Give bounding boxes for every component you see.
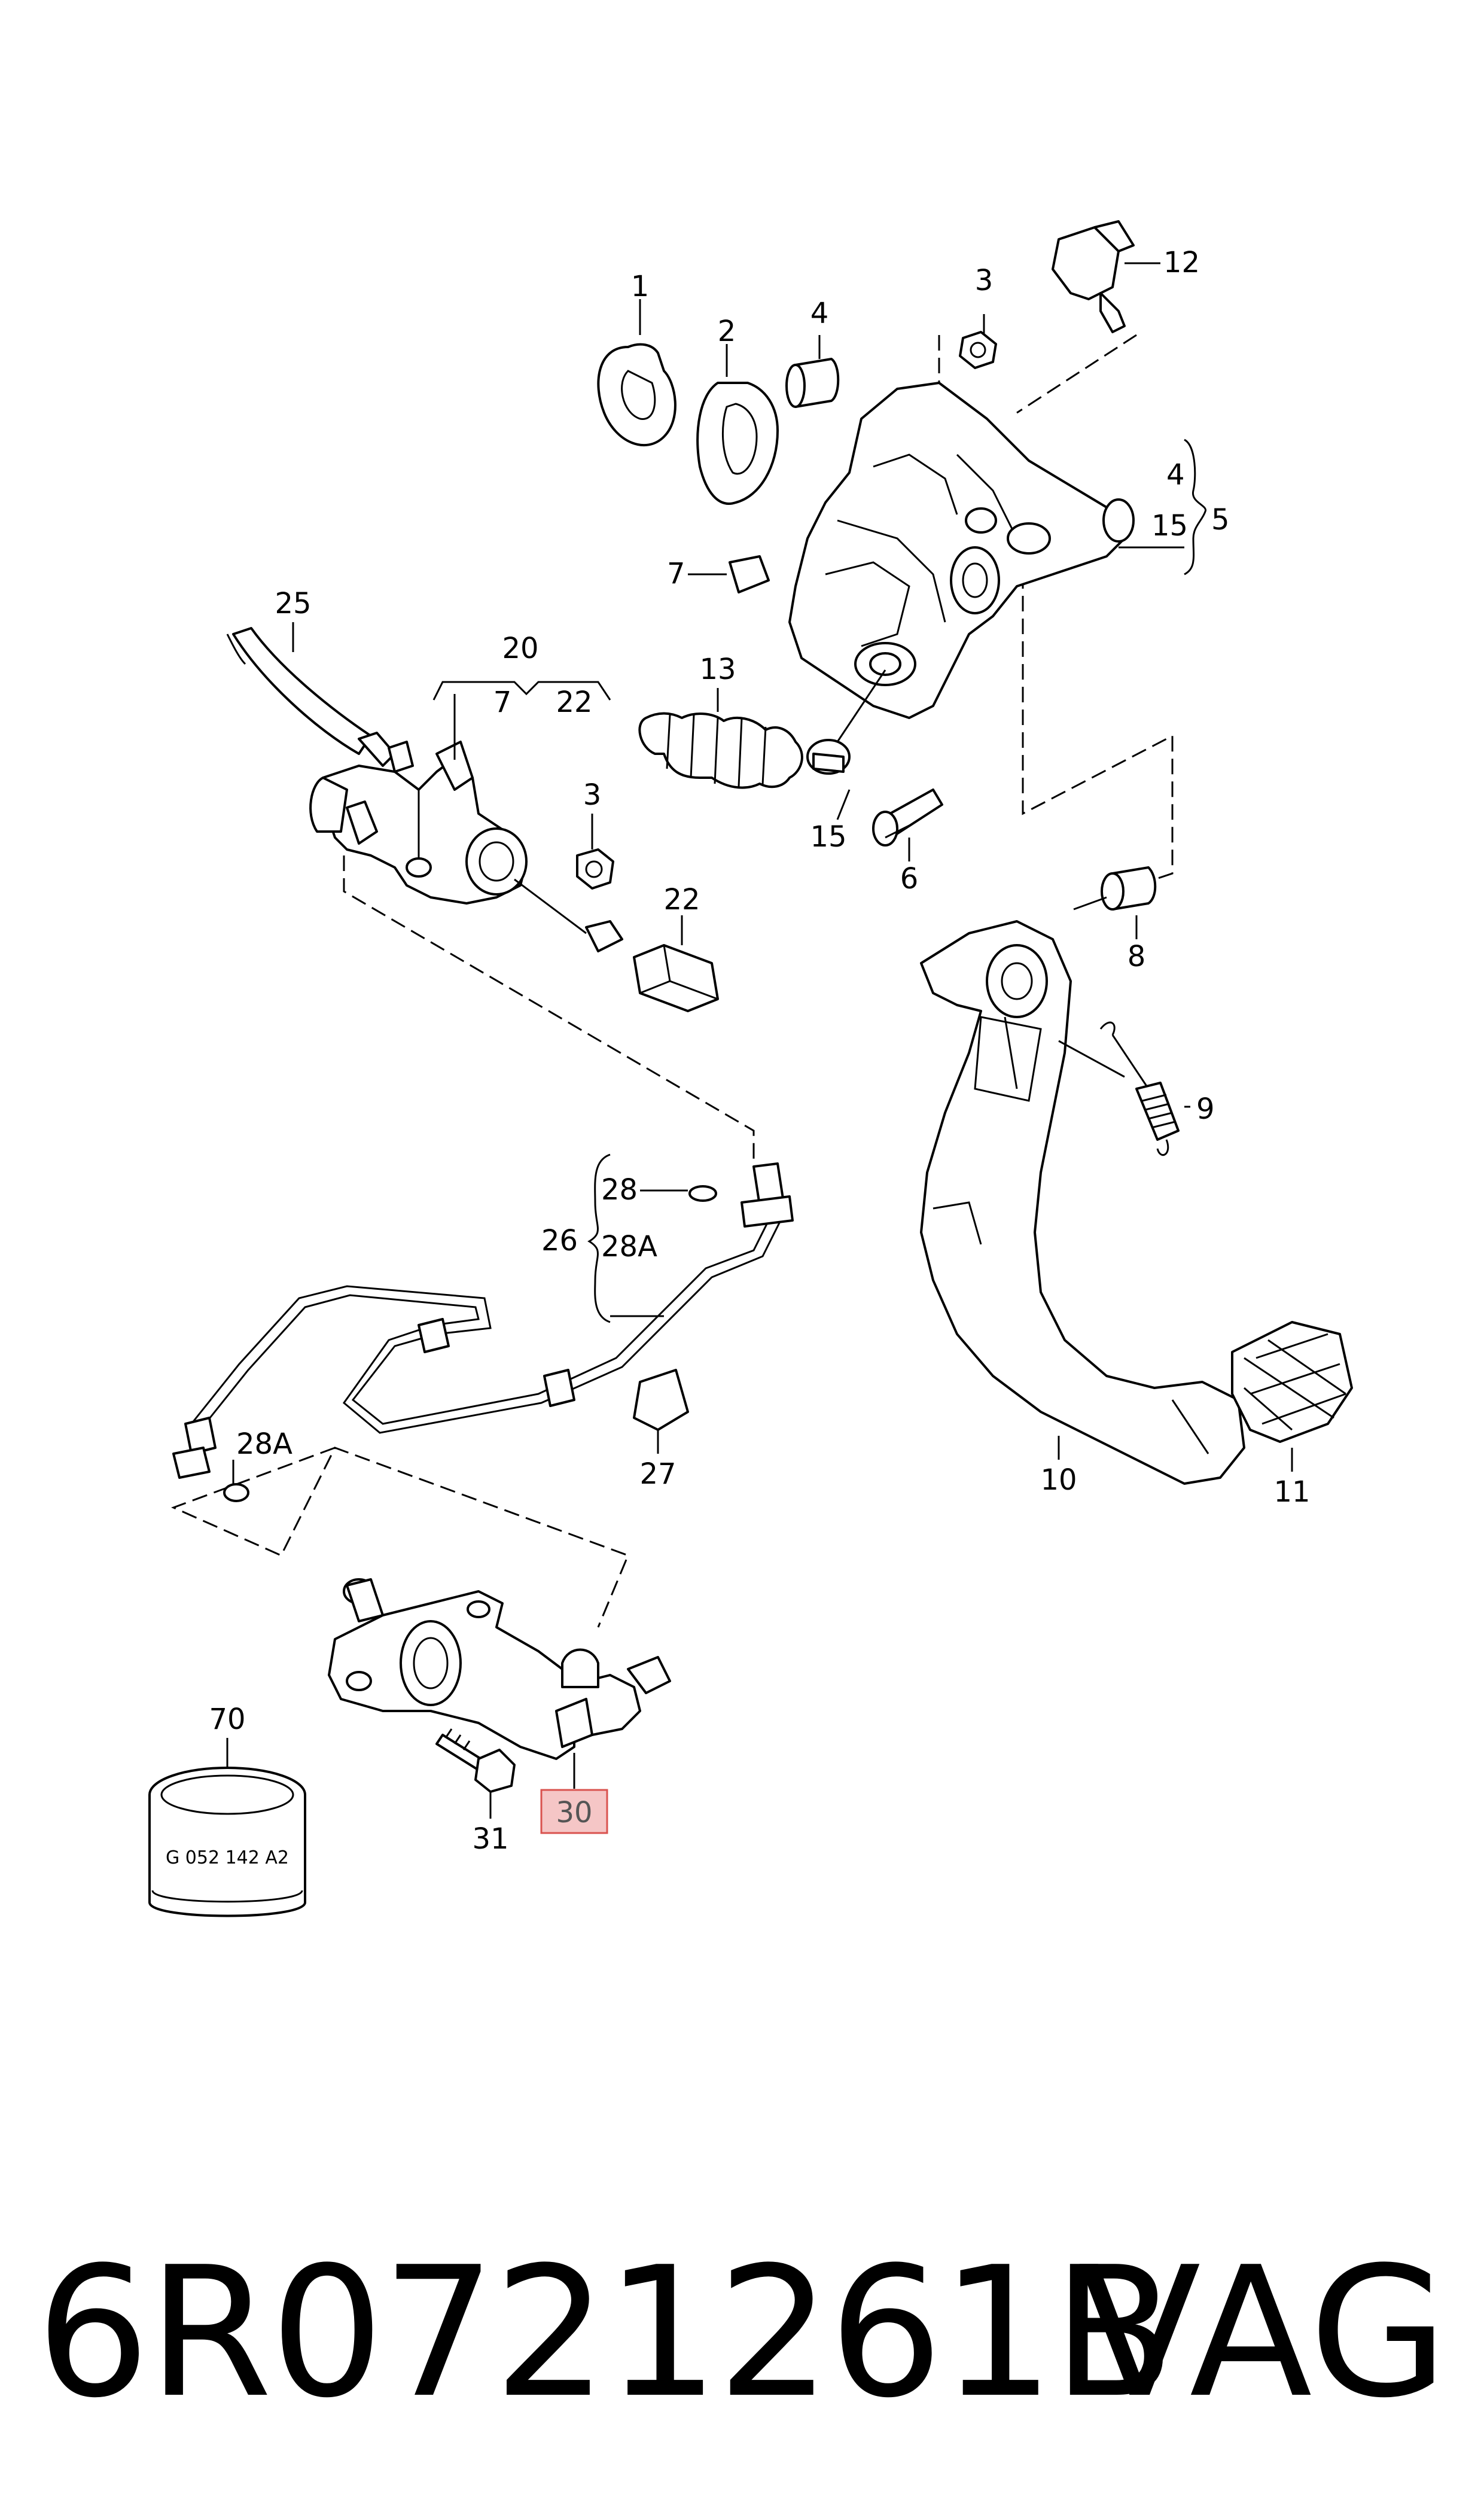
sleeve-marking: G 052 142 A2	[166, 1847, 289, 1868]
part-15-bush-lower	[806, 669, 886, 775]
callout-30-highlight-box	[540, 1789, 608, 1834]
callout-6: 6	[900, 862, 919, 896]
clutch-pedal-assembly-diagram: G 052 142 A2 1 2 4 3	[148, 220, 1353, 1917]
part-25-hose	[226, 627, 396, 767]
callout-28: 28	[601, 1173, 638, 1207]
callout-7-brace: 7	[493, 686, 512, 719]
callout-26: 26	[541, 1224, 578, 1258]
callout-20: 20	[502, 632, 538, 665]
part-13-boot	[638, 712, 803, 789]
callout-11: 11	[1273, 1475, 1310, 1509]
callout-31: 31	[472, 1822, 508, 1856]
callout-25: 25	[275, 587, 311, 620]
callout-22-brace: 22	[556, 686, 592, 719]
callout-3-top: 3	[975, 264, 994, 297]
part-30-slave-cylinder	[328, 1578, 671, 1789]
pedal-bracket	[788, 382, 1135, 719]
part-2-gasket	[696, 382, 779, 505]
callout-1: 1	[631, 270, 650, 303]
clutch-line	[172, 1162, 794, 1502]
callout-13: 13	[699, 653, 736, 686]
callout-8: 8	[1128, 940, 1146, 973]
callout-30: 30	[556, 1796, 592, 1829]
part-70-sleeve: G 052 142 A2	[148, 1767, 306, 1917]
part-11-pedal-pad	[1231, 1321, 1353, 1443]
part-7-pin	[688, 555, 770, 593]
callout-28A-left: 28A	[236, 1427, 292, 1461]
part-number: 6R0721261B	[36, 2228, 1175, 2437]
part-9-spring	[1058, 1021, 1180, 1156]
callout-22-clip: 22	[663, 883, 700, 917]
callout-30-highlight[interactable]: 30	[540, 1789, 608, 1834]
callout-27: 27	[639, 1457, 676, 1491]
part-4-bush	[785, 358, 840, 408]
part-8-bush	[1101, 866, 1157, 911]
callout-70: 70	[209, 1703, 245, 1736]
callout-7-upper: 7	[667, 557, 685, 590]
leader-lines	[226, 299, 1293, 1819]
callout-labels: 1 2 4 3 12 4 15 5 7 13 15 6 8 9 10 11 25…	[209, 246, 1310, 1856]
brand-name: VAG	[1078, 2228, 1448, 2437]
callout-4-brace: 4	[1166, 458, 1185, 492]
callout-10: 10	[1040, 1463, 1077, 1497]
part-3-nut-top	[959, 331, 997, 369]
callout-12: 12	[1163, 246, 1200, 279]
callout-15-brace: 15	[1151, 509, 1188, 543]
part-22-clip	[633, 944, 719, 1012]
part-12-switch	[1052, 220, 1160, 333]
callout-3-left: 3	[583, 778, 602, 812]
callout-9: 9	[1196, 1092, 1215, 1126]
part-6-pin	[872, 788, 943, 847]
part-10-pedal-arm	[920, 920, 1245, 1485]
part-3-nut-left	[576, 848, 614, 890]
callout-5: 5	[1211, 503, 1230, 537]
master-cylinder	[309, 741, 623, 952]
callout-15-lower: 15	[810, 820, 846, 854]
part-31-bolt	[435, 1728, 516, 1793]
callout-4-top: 4	[810, 297, 829, 330]
part-1-clip	[597, 343, 677, 447]
callout-28A-brace: 28A	[601, 1230, 657, 1263]
callout-2: 2	[718, 315, 736, 348]
group-braces	[432, 439, 1206, 1323]
footer: 6R0721261B VAG	[0, 2213, 1484, 2453]
